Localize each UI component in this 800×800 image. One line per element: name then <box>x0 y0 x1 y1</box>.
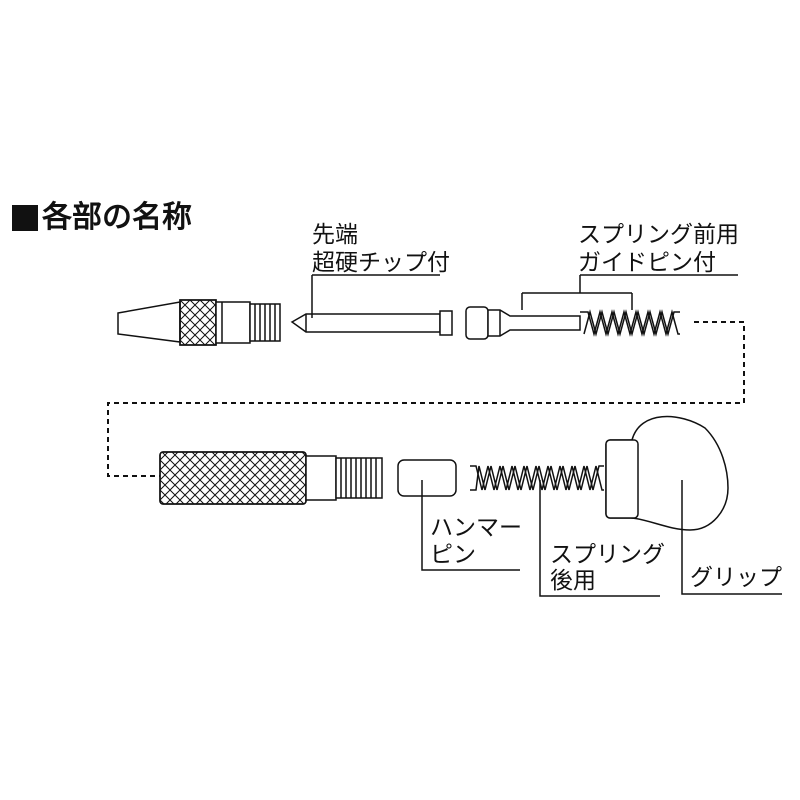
rear-spring <box>470 465 604 491</box>
leader-rear-spring <box>539 480 660 597</box>
title-square-icon <box>12 205 38 231</box>
knurled-body-front <box>179 299 217 346</box>
grip <box>605 415 729 531</box>
front-spring <box>580 309 680 337</box>
label-hammer-pin-line2: ピン <box>430 542 476 568</box>
hammer-pin <box>397 459 457 497</box>
label-hammer-pin-line1: ハンマー <box>430 515 522 541</box>
rear-collar <box>305 455 337 501</box>
guide-pin <box>465 306 581 340</box>
leader-tip <box>311 274 440 318</box>
label-front-spring-line2: ガイドピン付 <box>578 250 716 276</box>
carbide-tip-rod <box>290 310 453 336</box>
rear-thread <box>335 457 383 499</box>
leader-hammer-pin <box>421 480 520 571</box>
label-rear-spring-line1: スプリング <box>550 542 665 568</box>
knurled-main-body <box>159 451 307 505</box>
label-tip-line2: 超硬チップ付 <box>312 250 450 276</box>
label-front-spring-line1: スプリング前用 <box>578 222 739 248</box>
label-rear-spring-line2: 後用 <box>550 568 596 594</box>
leader-grip <box>681 480 782 595</box>
front-collar <box>215 301 251 344</box>
label-tip-line1: 先端 <box>312 222 358 248</box>
diagram-title: 各部の名称 <box>12 200 192 236</box>
tip-cone <box>117 301 181 343</box>
front-thread <box>249 303 281 342</box>
leader-front-spring <box>521 274 738 310</box>
label-grip: グリップ <box>690 565 782 591</box>
dashed-connector <box>107 321 745 477</box>
title-text: 各部の名称 <box>42 200 192 235</box>
